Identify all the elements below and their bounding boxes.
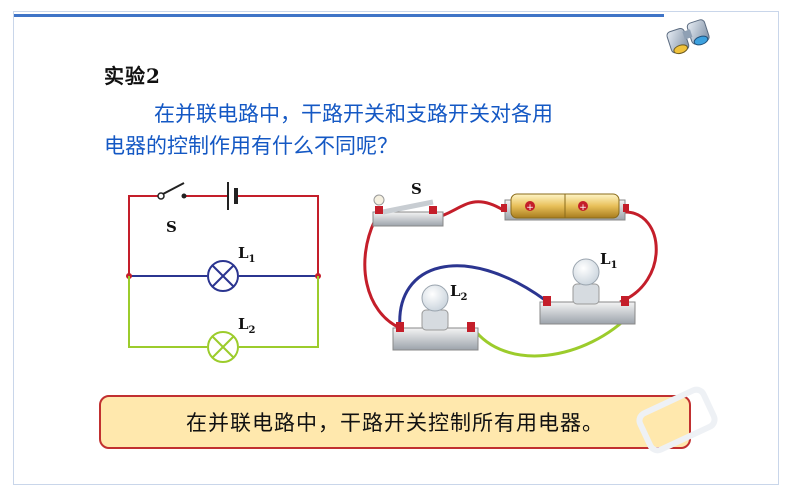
schematic-switch-label: S bbox=[166, 218, 177, 236]
main-wire-red bbox=[434, 200, 504, 220]
branch-wire-blue bbox=[398, 264, 546, 329]
branch-2-wire bbox=[128, 276, 319, 348]
circuit-illustration: S + + L1 L2 bbox=[363, 180, 658, 358]
knife-switch bbox=[372, 194, 444, 227]
experiment-heading: 实验2 bbox=[104, 64, 161, 88]
question-text: 在并联电路中，干路开关和支路开关对各用 电器的控制作用有什么不同呢？ bbox=[104, 98, 664, 162]
svg-text:+: + bbox=[526, 203, 534, 213]
branch-wire-green bbox=[471, 310, 635, 358]
lamp-symbol bbox=[207, 331, 239, 363]
slide-frame bbox=[13, 11, 779, 485]
main-wire-red bbox=[619, 210, 658, 304]
binoculars-icon bbox=[666, 19, 710, 55]
lamp-l1 bbox=[539, 258, 636, 325]
watermark-mark bbox=[636, 386, 718, 454]
top-accent-bar bbox=[14, 14, 664, 17]
svg-text:+: + bbox=[579, 203, 587, 213]
photo-switch-label: S bbox=[411, 180, 422, 198]
circuit-schematic: S L1 L2 bbox=[126, 182, 321, 363]
lamp-l2 bbox=[392, 284, 479, 351]
photo-lamp2-label: L2 bbox=[450, 282, 468, 303]
battery-pack: + + bbox=[501, 193, 629, 221]
question-line-2: 电器的控制作用有什么不同呢？ bbox=[104, 134, 398, 158]
conclusion-text: 在并联电路中，干路开关控制所有用电器。 bbox=[186, 411, 604, 435]
question-line-1: 在并联电路中，干路开关和支路开关对各用 bbox=[154, 102, 553, 126]
schematic-lamp1-label: L1 bbox=[238, 244, 256, 265]
conclusion-box: 在并联电路中，干路开关控制所有用电器。 bbox=[99, 395, 691, 449]
main-wire-red bbox=[363, 219, 401, 330]
photo-lamp1-label: L1 bbox=[600, 250, 618, 271]
lamp-symbol bbox=[207, 260, 239, 292]
main-circuit-wire bbox=[128, 195, 319, 276]
switch-symbol bbox=[157, 182, 187, 200]
schematic-lamp2-label: L2 bbox=[238, 315, 256, 336]
battery-symbol bbox=[227, 182, 238, 210]
